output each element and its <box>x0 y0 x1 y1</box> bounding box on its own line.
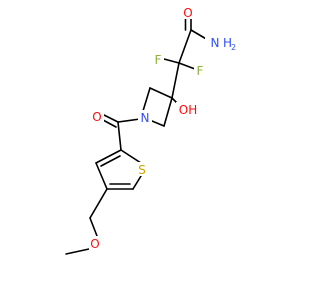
bond-n-carbonyl <box>117 118 141 123</box>
label-ether-o: O <box>90 237 99 251</box>
label-amide-o: O <box>183 6 192 20</box>
molecule-structure: N H 2 O F F OH N O S O <box>65 5 236 255</box>
bond-layer <box>65 13 209 255</box>
bond-c4-ch2 <box>89 188 108 219</box>
bond-ring-ch2top-n <box>142 87 151 112</box>
label-carbonyl-o: O <box>92 110 101 124</box>
bond-th-c3-c2-2 <box>100 155 121 167</box>
bond-cf2-c3 <box>171 62 180 99</box>
bond-carbonyl-o <box>103 114 119 123</box>
label-f-right: F <box>197 64 204 78</box>
atom-label-layer: N H 2 O F F OH N O S O <box>89 5 236 251</box>
bond-th-c2-s <box>120 149 142 164</box>
label-nh2-h: H <box>223 36 232 50</box>
bond-ring-n-ch2bot <box>151 120 165 127</box>
bond-ring-ch2bot-c3 <box>163 97 173 127</box>
label-oh: OH <box>179 103 197 117</box>
label-ring-n: N <box>141 111 150 125</box>
label-nh2-sub: 2 <box>231 43 236 52</box>
bond-ch2-o <box>89 217 98 237</box>
bond-o-ch3 <box>65 248 90 255</box>
label-nh2-n: N <box>211 36 220 50</box>
bond-ring-c3-ch2top <box>149 87 173 99</box>
bond-cf2-f-left <box>163 58 180 64</box>
bond-cf2-f-right <box>178 62 196 70</box>
bond-th-c4-c3 <box>95 162 108 190</box>
bond-amide-c-cf2 <box>178 29 192 64</box>
bond-carbonyl-o-2 <box>102 119 117 128</box>
bond-th-s-c5 <box>132 175 142 190</box>
label-f-left: F <box>155 53 162 67</box>
bond-carbonyl-thiophene <box>117 121 122 151</box>
bond-th-c3-c2 <box>95 149 122 164</box>
label-thiophene-s: S <box>138 163 146 177</box>
